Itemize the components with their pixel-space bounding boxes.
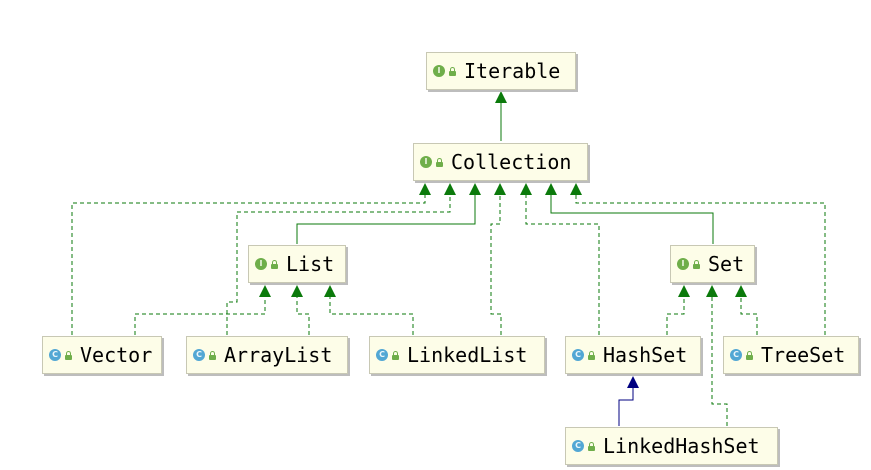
node-iterable[interactable]: I Iterable — [426, 52, 576, 90]
edge-set-collection — [550, 192, 714, 244]
arrowhead-set-3 — [735, 285, 747, 297]
edge-arraylist-collection — [226, 192, 451, 335]
node-vector[interactable]: C Vector — [42, 336, 162, 374]
lock-icon — [693, 260, 700, 269]
lock-icon — [209, 351, 216, 360]
arrowhead-list-1 — [259, 285, 271, 297]
arrowhead-list-2 — [291, 285, 303, 297]
arrowhead-set-2 — [706, 285, 718, 297]
class-icon: C — [193, 349, 205, 361]
node-arraylist[interactable]: C ArrayList — [186, 336, 348, 374]
class-icon: C — [49, 349, 61, 361]
arrowhead-collection-2 — [444, 183, 456, 195]
node-label: HashSet — [603, 343, 688, 367]
edge-hashset-collection — [525, 192, 600, 335]
lock-icon — [392, 351, 399, 360]
node-label: TreeSet — [761, 343, 846, 367]
interface-icon: I — [677, 258, 689, 270]
edge-arraylist-list — [296, 294, 310, 335]
arrowhead-hashset — [627, 376, 639, 388]
node-label: ArrayList — [224, 343, 333, 367]
node-list[interactable]: I List — [248, 245, 346, 283]
lock-icon — [588, 442, 595, 451]
interface-icon: I — [420, 156, 432, 168]
lock-icon — [436, 158, 443, 167]
node-label: LinkedList — [407, 343, 528, 367]
node-linkedlist[interactable]: C LinkedList — [369, 336, 545, 374]
class-icon: C — [572, 349, 584, 361]
lock-icon — [746, 351, 753, 360]
node-label: Set — [708, 252, 745, 276]
node-linkedhashset[interactable]: C LinkedHashSet — [565, 427, 778, 465]
class-icon: C — [730, 349, 742, 361]
edge-list-collection — [296, 192, 476, 244]
lock-icon — [449, 67, 456, 76]
edge-hashset-set — [666, 294, 685, 335]
lock-icon — [65, 351, 72, 360]
arrowhead-collection-7 — [570, 183, 582, 195]
node-label: Vector — [80, 343, 153, 367]
node-treeset[interactable]: C TreeSet — [723, 336, 859, 374]
arrowhead-collection-5 — [520, 183, 532, 195]
edge-treeset-set — [740, 294, 758, 335]
node-label: Collection — [451, 150, 572, 174]
node-label: Iterable — [464, 59, 561, 83]
lock-icon — [271, 260, 278, 269]
edge-linkedlist-collection — [490, 192, 502, 335]
edge-vector-collection — [71, 192, 426, 335]
arrowhead-collection-1 — [419, 183, 431, 195]
node-label: LinkedHashSet — [603, 434, 760, 458]
arrowheads — [259, 91, 747, 388]
class-icon: C — [376, 349, 388, 361]
edge-treeset-collection — [575, 192, 826, 335]
interface-icon: I — [255, 258, 267, 270]
arrowhead-collection-3 — [469, 183, 481, 195]
edge-linkedlist-list — [329, 294, 414, 335]
arrowhead-collection-4 — [494, 183, 506, 195]
node-collection[interactable]: I Collection — [413, 143, 588, 181]
arrowhead-set-1 — [678, 285, 690, 297]
edge-linkedhashset-set — [711, 294, 728, 426]
edge-linkedhashset-hashset — [618, 385, 634, 426]
node-hashset[interactable]: C HashSet — [565, 336, 701, 374]
interface-icon: I — [433, 65, 445, 77]
arrowhead-list-3 — [324, 285, 336, 297]
arrowhead-collection-6 — [545, 183, 557, 195]
edge-vector-list — [134, 294, 266, 335]
arrowhead-iterable — [495, 91, 507, 103]
node-set[interactable]: I Set — [670, 245, 755, 283]
lock-icon — [588, 351, 595, 360]
class-icon: C — [572, 440, 584, 452]
node-label: List — [286, 252, 335, 276]
